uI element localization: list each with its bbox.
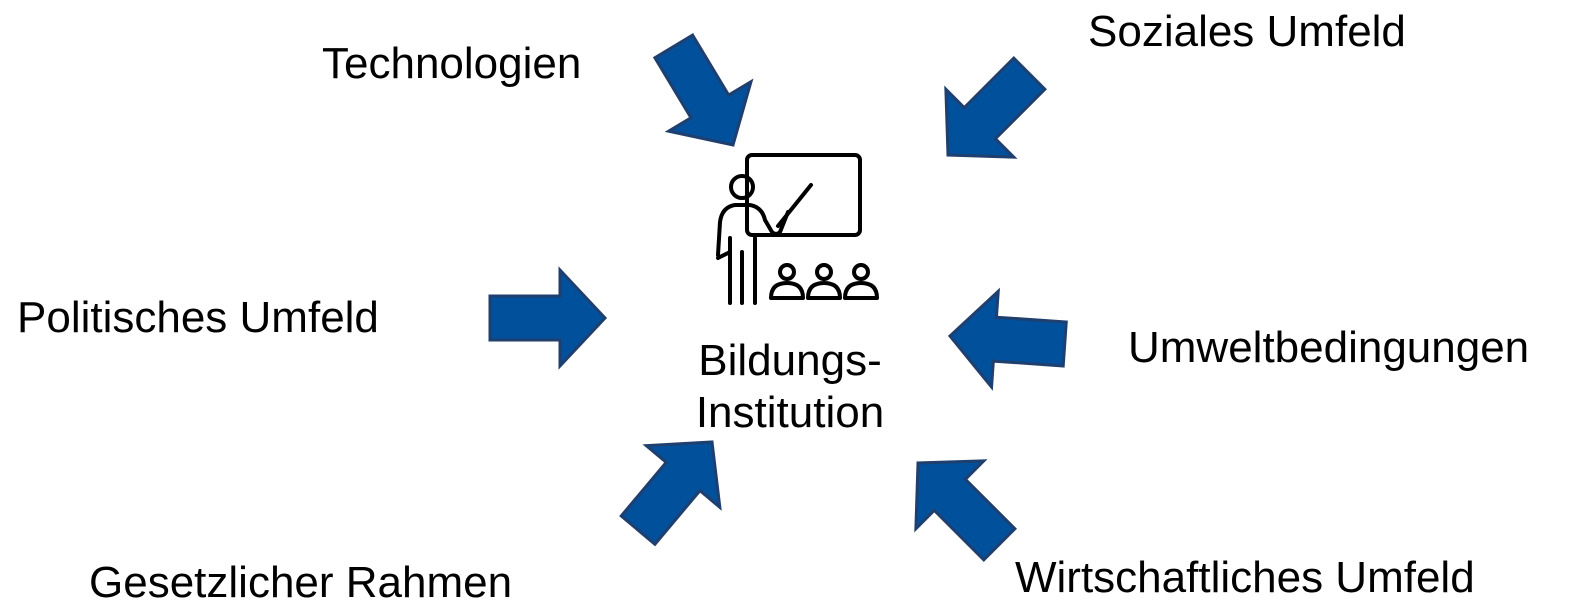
teacher-presentation-icon xyxy=(716,153,879,305)
factor-label-umweltbedingungen: Umweltbedingungen xyxy=(1128,323,1530,372)
arrow-wirtschaftliches-umfeld xyxy=(882,427,1035,580)
factor-label-gesetzlicher-rahmen: Gesetzlicher Rahmen xyxy=(89,558,513,607)
arrow-technologien xyxy=(631,20,776,172)
factor-label-soziales-umfeld: Soziales Umfeld xyxy=(1088,7,1406,56)
center-institution-label: Bildungs- Institution xyxy=(630,335,950,439)
arrow-soziales-umfeld xyxy=(912,38,1065,191)
factor-label-wirtschaftliches-umfeld: Wirtschaftliches Umfeld xyxy=(1015,553,1475,602)
center-label-line-2: Institution xyxy=(695,388,885,437)
arrow-politisches-umfeld xyxy=(488,268,607,368)
arrow-umweltbedingungen xyxy=(945,286,1070,394)
center-label-line-1: Bildungs- xyxy=(698,336,882,385)
factor-label-technologien: Technologien xyxy=(322,39,582,88)
factor-label-politisches-umfeld: Politisches Umfeld xyxy=(17,293,379,342)
